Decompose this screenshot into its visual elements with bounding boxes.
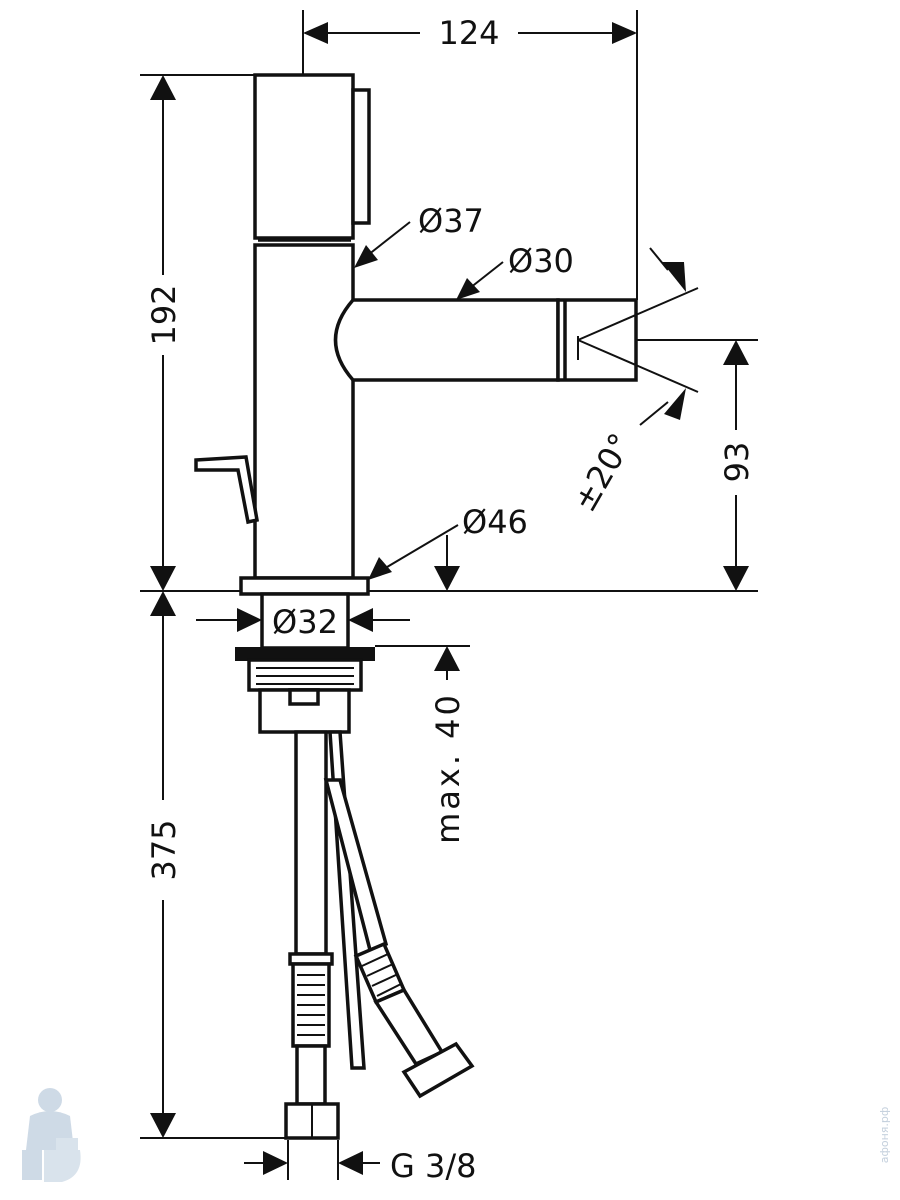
dim-max-thickness: max. 40 bbox=[429, 692, 467, 844]
mounting-plate bbox=[235, 647, 375, 661]
angled-crimp-marks bbox=[361, 953, 402, 997]
dim-thread: G 3/8 bbox=[390, 1147, 476, 1185]
base-flange bbox=[239, 576, 370, 596]
dimension-arrows bbox=[150, 22, 749, 1175]
popup-lever bbox=[194, 455, 260, 525]
hose-crimp-marks bbox=[297, 974, 325, 1036]
watermark: афоня.рф bbox=[22, 1088, 891, 1182]
spout bbox=[333, 298, 560, 382]
dim-height-lower: 375 bbox=[145, 819, 183, 880]
hose-nut-angled bbox=[401, 1041, 475, 1099]
dimension-labels: 124 192 375 93 max. 40 Ø37 Ø30 Ø46 Ø32 ±… bbox=[145, 14, 756, 1185]
dim-angle: ±20° bbox=[565, 427, 640, 518]
spout-aerator bbox=[556, 298, 638, 382]
handle-knob bbox=[351, 88, 371, 225]
dim-diam-spout: Ø30 bbox=[508, 242, 574, 280]
mounting-shank bbox=[260, 592, 350, 650]
hose-angled bbox=[323, 778, 389, 953]
body-column bbox=[253, 243, 355, 580]
dim-spout-height: 93 bbox=[718, 442, 756, 483]
plumber-mascot-logo bbox=[22, 1088, 81, 1182]
handle-cap bbox=[253, 73, 355, 240]
dim-diam-handle: Ø37 bbox=[418, 202, 484, 240]
dim-diam-shank: Ø32 bbox=[272, 603, 338, 641]
watermark-site: афоня.рф bbox=[878, 1107, 891, 1164]
faucet-body bbox=[194, 73, 638, 734]
hose-vertical bbox=[294, 730, 328, 956]
dim-width-total: 124 bbox=[438, 14, 499, 52]
extension-lines bbox=[140, 10, 758, 1180]
dim-height-upper: 192 bbox=[145, 284, 183, 345]
supply-hoses bbox=[284, 730, 475, 1140]
dim-diam-base: Ø46 bbox=[462, 503, 528, 541]
